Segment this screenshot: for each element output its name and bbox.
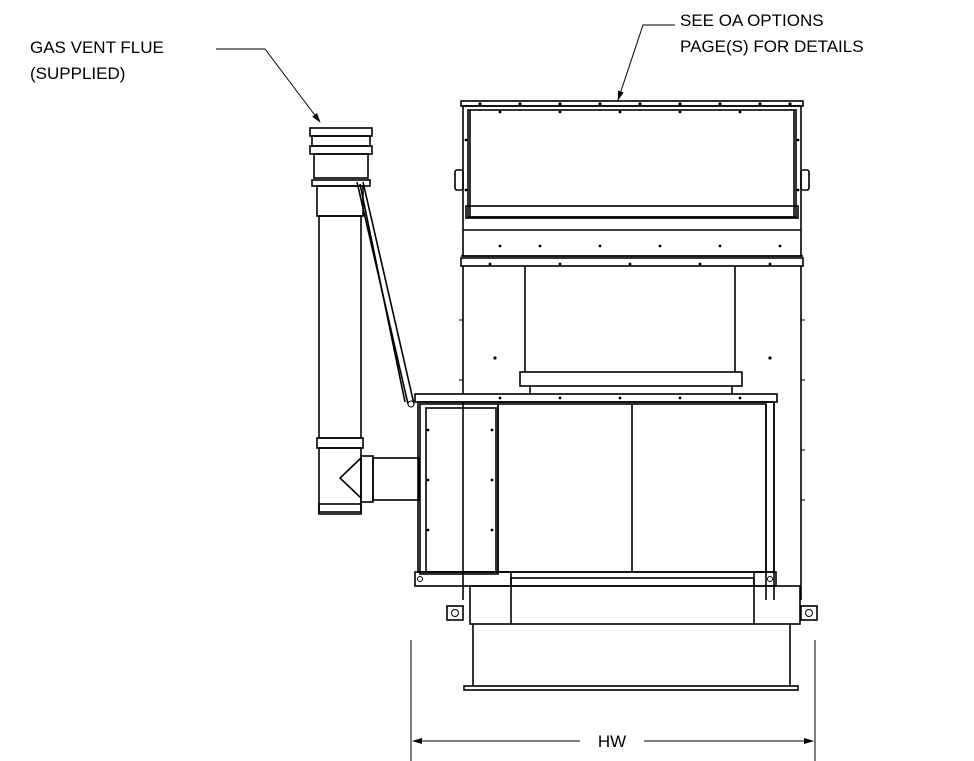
base-rail	[414, 571, 818, 625]
oa-details-label: PAGE(S) FOR DETAILS	[680, 37, 864, 56]
gas-vent-supplied-label: (SUPPLIED)	[30, 64, 125, 83]
oa-options-label: SEE OA OPTIONS	[680, 11, 824, 30]
oa-options-leader	[617, 24, 675, 101]
hw-dimension-label: HW	[598, 732, 626, 751]
main-cabinet-body	[459, 257, 805, 600]
roof-curb	[463, 624, 799, 691]
gas-vent-leader	[216, 48, 321, 123]
gas-vent-flue-label: GAS VENT FLUE	[30, 38, 164, 57]
gas-vent-flue	[309, 127, 420, 515]
heater-section	[414, 393, 778, 600]
hw-dimension: HW	[410, 640, 816, 761]
oa-hood-section	[454, 100, 810, 257]
